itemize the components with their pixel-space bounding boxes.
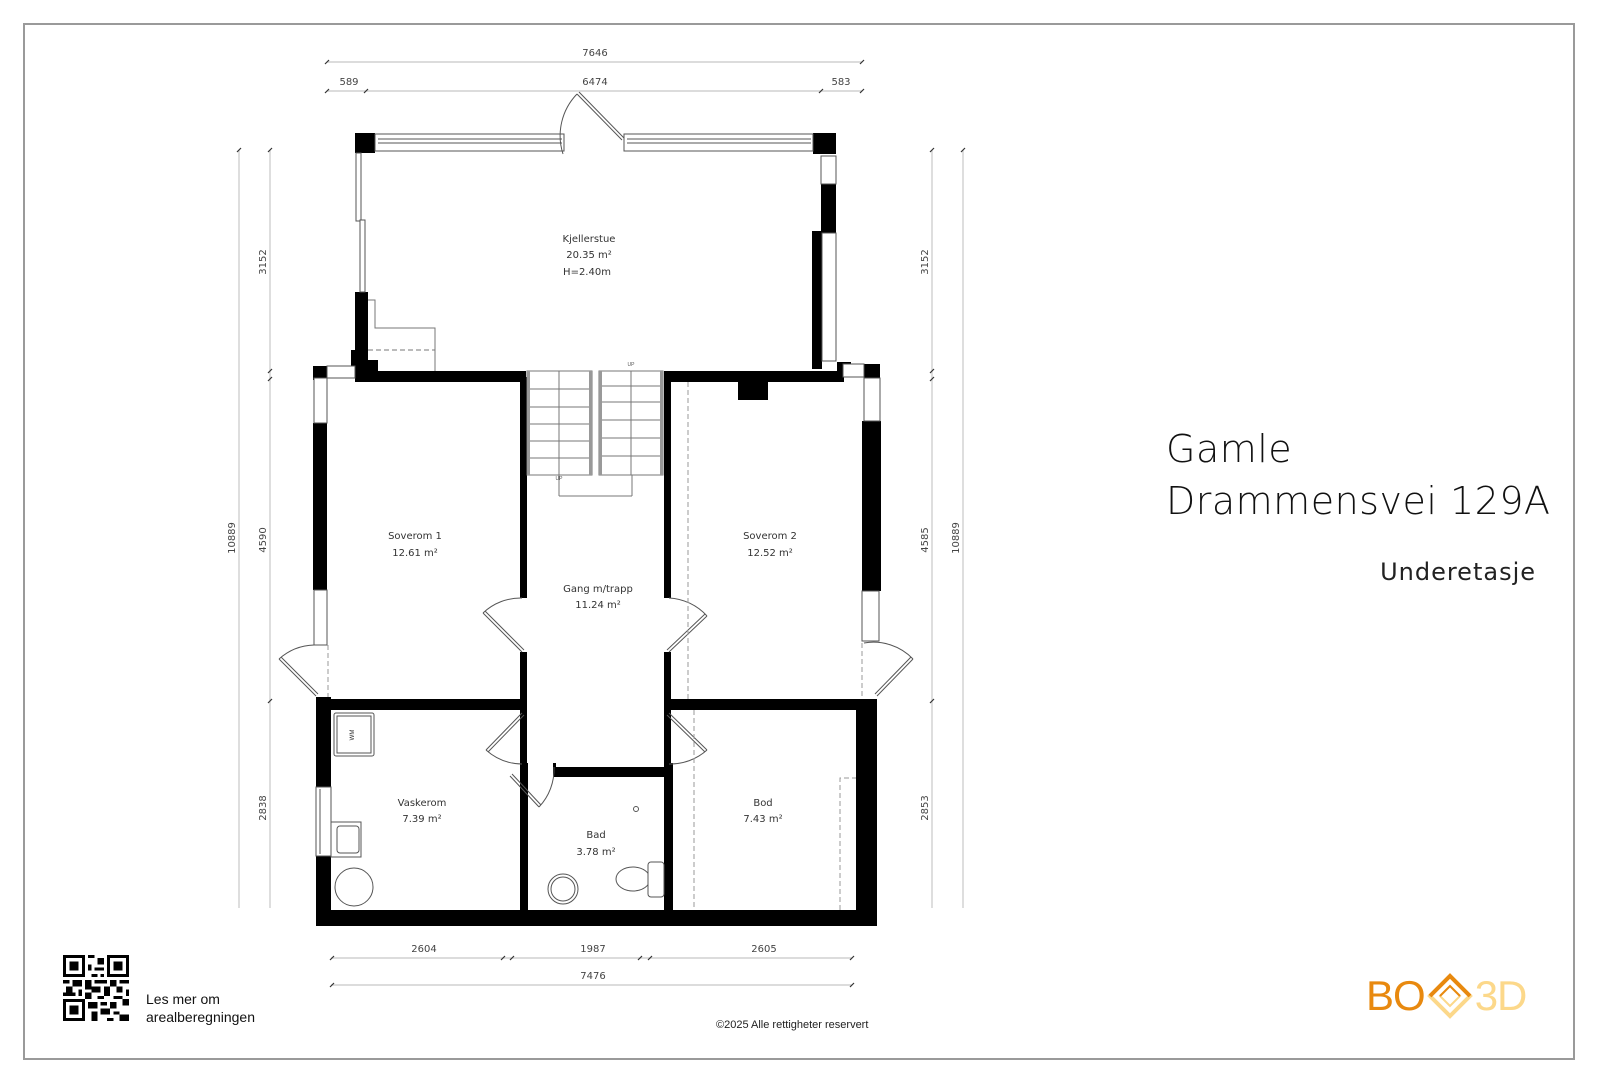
dim-right-bottom: 2853 (920, 795, 931, 820)
room-kjellerstue: Kjellerstue 20.35 m² H=2.40m (563, 234, 616, 278)
property-address: Gamle Drammensvei 129A (1166, 423, 1551, 527)
stair-up-label: UP (556, 476, 564, 482)
dimension-lines (238, 61, 964, 986)
room-area: 12.52 m² (747, 548, 793, 559)
room-bod: Bod 7.43 m² (743, 798, 782, 825)
staircase (368, 299, 664, 497)
room-area: 7.43 m² (743, 814, 782, 825)
dim-bottom-left: 2604 (411, 944, 436, 955)
room-area: 20.35 m² (566, 250, 612, 261)
qr-caption-line-2: arealberegningen (146, 1009, 255, 1025)
room-vaskerom: Vaskerom 7.39 m² (398, 798, 447, 825)
room-name: Soverom 2 (743, 531, 797, 542)
dim-left-middle: 4590 (258, 527, 269, 552)
fixtures (330, 712, 665, 907)
dim-right-top: 3152 (920, 249, 931, 274)
dim-bottom-total: 7476 (580, 971, 605, 982)
room-soverom-2: Soverom 2 12.52 m² (743, 531, 797, 559)
qr-caption-line-1: Les mer om (146, 991, 220, 1007)
page-frame (23, 23, 1575, 1060)
qr-caption: Les mer om arealberegningen (146, 990, 255, 1026)
room-bad: Bad 3.78 m² (576, 830, 615, 858)
dim-bottom-right: 2605 (751, 944, 776, 955)
bo3d-logo: BO 3D (1366, 972, 1528, 1019)
dim-top-right: 583 (831, 77, 850, 88)
washing-machine-label: WM (350, 730, 356, 741)
room-name: Bod (753, 798, 772, 809)
copyright-text: ©2025 Alle rettigheter reservert (716, 1019, 869, 1031)
room-soverom-1: Soverom 1 12.61 m² (388, 531, 442, 559)
room-name: Gang m/trapp (563, 584, 633, 595)
address-line-2: Drammensvei 129A (1166, 479, 1551, 523)
qr-code[interactable] (63, 955, 129, 1021)
dim-left-bottom: 2838 (258, 795, 269, 820)
dim-bottom-middle: 1987 (580, 944, 605, 955)
room-area: 7.39 m² (402, 814, 441, 825)
room-area: 11.24 m² (575, 600, 621, 611)
stair-up-label: UP (628, 362, 636, 368)
room-height: H=2.40m (563, 267, 611, 278)
room-area: 3.78 m² (576, 847, 615, 858)
doors (278, 91, 914, 808)
dimension-ticks (236, 59, 966, 988)
room-name: Vaskerom (398, 798, 447, 809)
dim-top-middle: 6474 (582, 77, 607, 88)
dim-left-top: 3152 (258, 249, 269, 274)
room-name: Kjellerstue (563, 234, 616, 245)
floor-name: Underetasje (1380, 558, 1536, 586)
address-line-1: Gamle (1166, 427, 1293, 471)
dim-right-middle: 4585 (920, 527, 931, 552)
dim-left-total: 10889 (227, 522, 238, 554)
room-name: Soverom 1 (388, 531, 442, 542)
room-gang: Gang m/trapp 11.24 m² (563, 584, 633, 611)
room-area: 12.61 m² (392, 548, 438, 559)
logo-text-bo: BO (1366, 972, 1426, 1019)
dim-top-total: 7646 (582, 48, 607, 59)
dashed-guides (327, 382, 863, 910)
windows (313, 133, 881, 857)
logo-text-3d: 3D (1474, 972, 1528, 1019)
dim-right-total: 10889 (951, 522, 962, 554)
dim-top-left: 589 (339, 77, 358, 88)
diamond-logo-icon (1426, 973, 1473, 1019)
room-name: Bad (586, 830, 605, 841)
